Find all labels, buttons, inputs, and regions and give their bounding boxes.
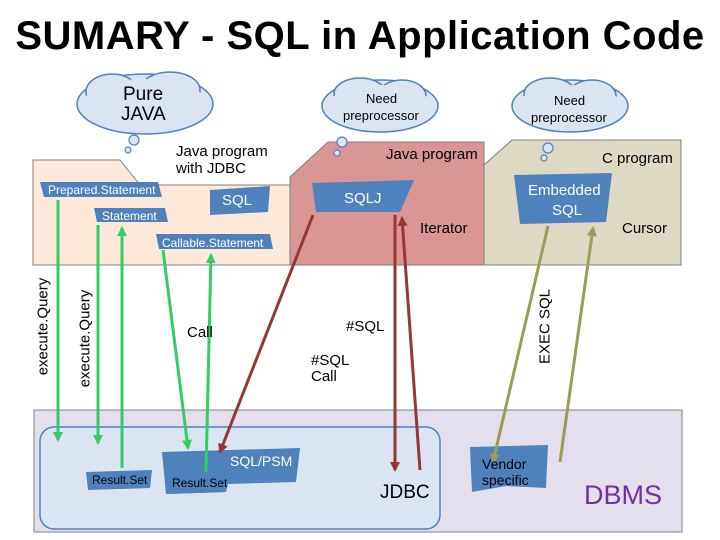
need-preprocessor-2-line-1: Need — [554, 93, 586, 108]
embedded-sql-box — [514, 173, 612, 224]
arrow-cursor-up — [558, 226, 597, 463]
arrow-iterator-up — [397, 216, 422, 471]
pure-java-line-1: Pure — [123, 84, 164, 105]
jdbc-label: JDBC — [380, 482, 430, 503]
sqlj-panel-title: Java program — [386, 146, 478, 163]
sqlj-label: SQLJ — [344, 190, 382, 207]
callable-statement-box — [156, 234, 273, 249]
prepared-statement-box — [40, 182, 162, 197]
resultset-label-1: Result.Set — [92, 473, 148, 487]
hash-sql-call-line-2: Call — [311, 368, 337, 385]
need-preprocessor-cloud-2 — [511, 77, 629, 162]
cursor-label: Cursor — [622, 220, 668, 237]
embedded-sql-line-2: SQL — [552, 202, 583, 219]
sqlj-box — [312, 180, 414, 212]
jdbc-panel-title-line-2: with JDBC — [176, 160, 247, 177]
embedded-sql-line-1: Embedded — [528, 182, 601, 199]
vendor-specific-line-2: specific — [482, 472, 529, 488]
call-label: Call — [187, 324, 213, 341]
execute-query-label-2: execute.Query — [76, 289, 94, 388]
need-preprocessor-2-line-2: preprocessor — [531, 110, 607, 125]
c-panel-title: C program — [602, 150, 673, 167]
pure-java-line-2: JAVA — [121, 104, 166, 125]
hash-sql-call-line-1: #SQL — [311, 352, 350, 369]
arrow-resultset-up-2 — [204, 253, 216, 473]
arrow-exec-sql — [489, 225, 550, 464]
exec-sql-label: EXEC SQL — [536, 288, 554, 365]
need-preprocessor-1-line-2: preprocessor — [343, 108, 419, 123]
arrow-hash-sql-call — [218, 214, 315, 454]
prepared-statement-label: Prepared.Statement — [48, 183, 156, 197]
statement-label: Statement — [102, 209, 157, 223]
resultset-box-2 — [166, 473, 228, 494]
vendor-specific-line-1: Vendor — [482, 456, 527, 472]
statement-box — [94, 208, 168, 222]
resultset-label-2: Result.Set — [172, 476, 228, 490]
sql-box — [210, 186, 270, 215]
execute-query-label-1: execute.Query — [34, 277, 52, 376]
dbms-label: DBMS — [584, 480, 663, 510]
vendor-specific-box — [470, 445, 548, 492]
sql-label: SQL — [222, 192, 253, 209]
callable-statement-label: Callable.Statement — [162, 236, 264, 250]
page-title: SUMARY - SQL in Application Code — [15, 14, 705, 58]
resultset-box-1 — [86, 470, 152, 490]
arrow-call-down — [161, 249, 192, 450]
jdbc-panel-title-line-1: Java program — [176, 143, 268, 160]
need-preprocessor-cloud-1 — [321, 77, 439, 157]
pure-java-cloud — [76, 71, 214, 154]
sql-psm-label: SQL/PSM — [230, 453, 293, 469]
iterator-label: Iterator — [420, 220, 468, 237]
hash-sql-label: #SQL — [346, 318, 385, 335]
need-preprocessor-1-line-1: Need — [366, 91, 398, 106]
